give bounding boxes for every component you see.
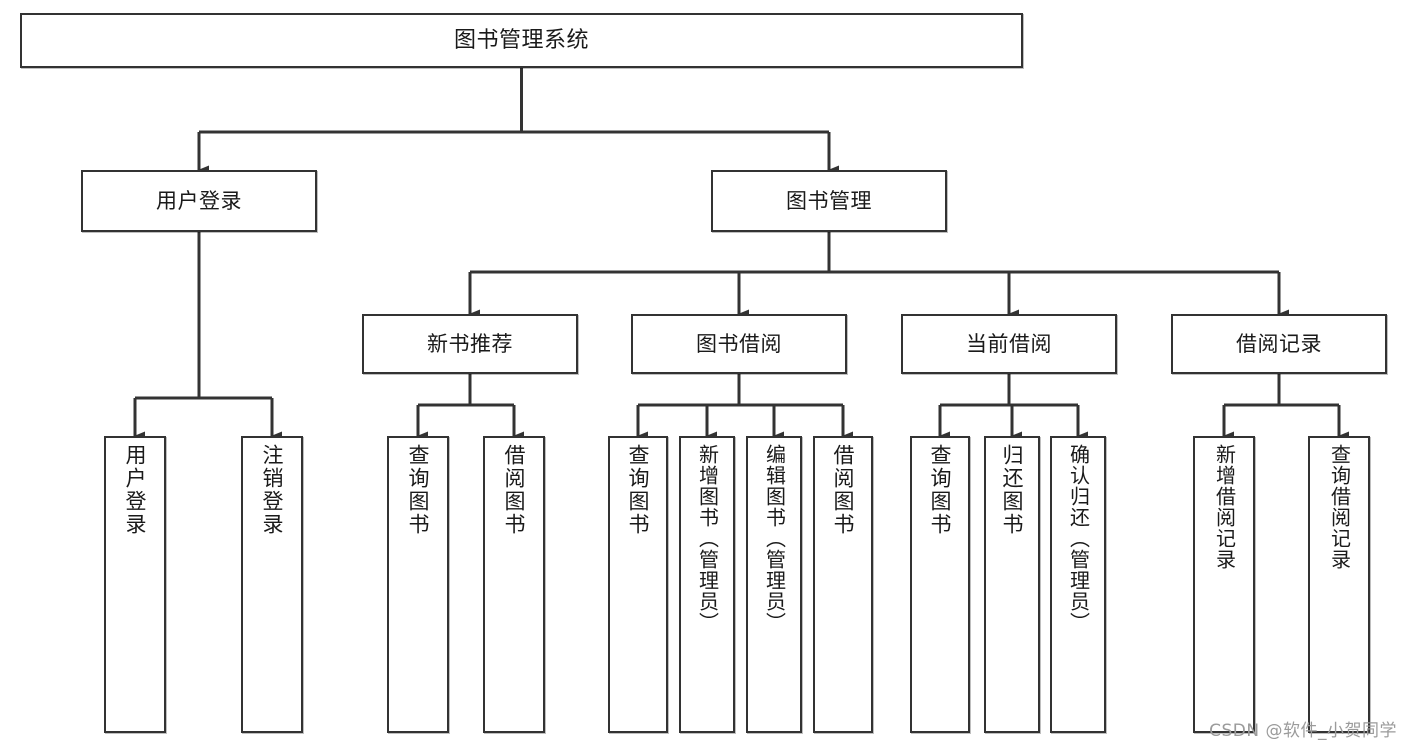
node-leaf-bb-edit[interactable]: 编辑图书（管理员） <box>746 436 802 733</box>
node-book-manage[interactable]: 图书管理 <box>711 170 947 232</box>
node-leaf-bb-query[interactable]: 查询图书 <box>608 436 668 733</box>
node-label: 当前借阅 <box>966 331 1052 356</box>
node-label: 图书借阅 <box>696 331 782 356</box>
node-label: 查询借阅记录 <box>1327 444 1352 570</box>
node-label: 新增借阅记录 <box>1212 444 1237 570</box>
node-label: 归还图书 <box>1000 444 1025 536</box>
node-label: 查询图书 <box>626 444 651 536</box>
node-label: 查询图书 <box>406 444 431 536</box>
node-new-book-rec[interactable]: 新书推荐 <box>362 314 578 374</box>
node-label: 图书管理系统 <box>453 27 589 53</box>
node-user-login[interactable]: 用户登录 <box>81 170 317 232</box>
node-leaf-br-query[interactable]: 查询借阅记录 <box>1308 436 1370 733</box>
node-leaf-user-logout[interactable]: 注销登录 <box>241 436 303 733</box>
node-label: 借阅记录 <box>1236 331 1322 356</box>
node-leaf-br-add[interactable]: 新增借阅记录 <box>1193 436 1255 733</box>
node-book-borrow[interactable]: 图书借阅 <box>631 314 847 374</box>
node-label: 图书管理 <box>786 188 872 213</box>
node-leaf-bb-borrow[interactable]: 借阅图书 <box>813 436 873 733</box>
node-label: 查询图书 <box>928 444 953 536</box>
node-leaf-cb-query[interactable]: 查询图书 <box>910 436 970 733</box>
node-leaf-cb-confirm[interactable]: 确认归还（管理员） <box>1050 436 1106 733</box>
node-label: 用户登录 <box>123 444 148 536</box>
node-leaf-cb-return[interactable]: 归还图书 <box>984 436 1040 733</box>
watermark-text: CSDN @软件_小贺同学 <box>1209 721 1397 741</box>
node-root[interactable]: 图书管理系统 <box>20 13 1023 68</box>
node-leaf-rec-borrow[interactable]: 借阅图书 <box>483 436 545 733</box>
node-current-borrow[interactable]: 当前借阅 <box>901 314 1117 374</box>
node-label: 注销登录 <box>260 444 285 536</box>
node-leaf-bb-add[interactable]: 新增图书（管理员） <box>679 436 735 733</box>
node-label: 新书推荐 <box>427 331 513 356</box>
edge-layer <box>133 68 1349 441</box>
node-label: 借阅图书 <box>831 444 856 536</box>
node-leaf-user-login[interactable]: 用户登录 <box>104 436 166 733</box>
node-label: 用户登录 <box>156 188 242 213</box>
node-leaf-rec-query[interactable]: 查询图书 <box>387 436 449 733</box>
node-borrow-record[interactable]: 借阅记录 <box>1171 314 1387 374</box>
node-label: 借阅图书 <box>502 444 527 536</box>
node-label: 编辑图书（管理员） <box>762 444 787 633</box>
node-label: 确认归还（管理员） <box>1066 444 1091 633</box>
node-label: 新增图书（管理员） <box>695 444 720 633</box>
